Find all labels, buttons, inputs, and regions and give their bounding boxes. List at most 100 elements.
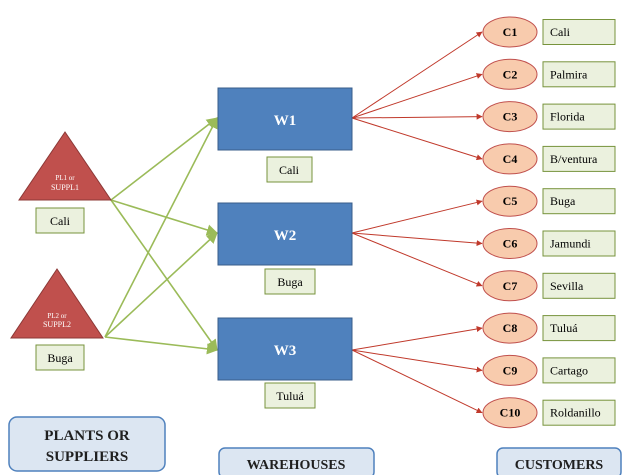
warehouse-w1-node[interactable]: W1 Cali [217, 87, 353, 183]
customer-c8-city: Tuluá [550, 321, 578, 335]
customer-c10-id: C10 [500, 406, 521, 420]
warehouse-w2-node[interactable]: W2 Buga [217, 202, 353, 295]
warehouse-w2-city-label: Buga [277, 275, 303, 289]
customer-c10-city: Roldanillo [550, 406, 601, 420]
link-W1-C2 [351, 73, 483, 119]
customer-c10-node[interactable]: C10 Roldanillo [482, 397, 616, 429]
customer-c3-oval [482, 101, 538, 133]
customer-c3-city-box [542, 103, 616, 130]
warehouse-w1-city-label: Cali [279, 163, 300, 177]
plant-1-label-line1: PL1 or [55, 174, 75, 182]
link-plant-2-W2 [104, 232, 218, 338]
customer-c3-city: Florida [550, 110, 585, 124]
customer-c5-oval [482, 185, 538, 217]
customer-c1-node[interactable]: C1 Cali [482, 16, 616, 48]
link-W1-C4 [351, 117, 483, 161]
link-W3-C10 [351, 349, 483, 414]
customer-c8-city-box [542, 315, 616, 342]
customer-c2-id: C2 [503, 67, 518, 81]
customer-c4-city-box [542, 145, 616, 172]
customer-c4-id: C4 [503, 152, 518, 166]
link-plant-1-W1 [110, 117, 218, 201]
customer-c8-oval [482, 312, 538, 344]
warehouse-w1-label: W1 [274, 113, 297, 129]
section-plants-line1: PLANTS OR [44, 428, 130, 444]
section-customers: CUSTOMERS [496, 447, 622, 475]
link-W2-C7 [351, 232, 483, 287]
customer-c3-id: C3 [503, 110, 518, 124]
warehouse-w2-city-box [264, 268, 316, 295]
customer-c6-city: Jamundi [550, 237, 591, 251]
link-W1-C1 [351, 31, 483, 119]
section-plants: PLANTS OR SUPPLIERS [8, 416, 166, 472]
plant-1-node[interactable]: PL1 or SUPPL1 Cali [18, 131, 112, 234]
link-plant-1-W3 [110, 199, 218, 351]
customer-c7-city-box [542, 272, 616, 299]
warehouse-w1-city-box [266, 156, 313, 183]
customer-c4-city: B/ventura [550, 152, 598, 166]
warehouse-w3-node[interactable]: W3 Tuluá [217, 317, 353, 409]
customer-c2-oval [482, 58, 538, 90]
link-W3-C9 [351, 349, 483, 373]
customer-c1-city-box [542, 19, 616, 45]
customer-c5-node[interactable]: C5 Buga [482, 185, 616, 217]
customer-c2-node[interactable]: C2 Palmira [482, 58, 616, 90]
section-warehouses-label: WAREHOUSES [247, 458, 346, 473]
customer-c9-oval [482, 354, 538, 386]
warehouse-w2-box [217, 202, 353, 266]
customer-c9-id: C9 [503, 363, 518, 377]
customer-c9-city-box [542, 357, 616, 384]
plant-1-triangle [18, 131, 112, 201]
customer-c8-id: C8 [503, 321, 518, 335]
plant-2-node[interactable]: PL2 or SUPPL2 Buga [10, 268, 104, 371]
section-plants-line2: SUPPLIERS [46, 449, 129, 465]
section-warehouses: WAREHOUSES [218, 447, 375, 475]
plant-2-label-line2: SUPPL2 [43, 320, 71, 329]
customer-c1-oval [482, 16, 538, 48]
section-warehouses-box [218, 447, 375, 475]
customer-c7-id: C7 [503, 279, 518, 293]
link-W2-C6 [351, 232, 483, 247]
link-W3-C8 [351, 326, 483, 351]
customer-c8-node[interactable]: C8 Tuluá [482, 312, 616, 344]
customer-c4-oval [482, 143, 538, 175]
customer-c6-node[interactable]: C6 Jamundi [482, 228, 616, 259]
link-plant-2-W1 [104, 117, 218, 338]
warehouse-w3-label: W3 [274, 343, 297, 359]
customer-c2-city-box [542, 61, 616, 88]
customer-c2-city: Palmira [550, 67, 588, 81]
customer-c10-oval [482, 397, 538, 429]
customer-c1-id: C1 [503, 25, 518, 39]
plant-2-city-label: Buga [47, 351, 73, 365]
section-customers-label: CUSTOMERS [515, 458, 604, 473]
warehouse-w1-box [217, 87, 353, 151]
customer-c5-city: Buga [550, 194, 576, 208]
link-W1-C3 [351, 113, 483, 120]
customer-c1-city: Cali [550, 25, 571, 39]
link-plant-2-W3 [104, 336, 219, 355]
link-W2-C5 [351, 199, 483, 234]
plant-1-city-box [35, 207, 85, 234]
section-plants-box [8, 416, 166, 472]
customer-c6-id: C6 [503, 237, 518, 251]
customer-c9-city: Cartago [550, 363, 588, 377]
warehouse-w3-box [217, 317, 353, 381]
customer-c6-oval [482, 228, 538, 259]
links-layer [104, 31, 483, 414]
customer-c9-node[interactable]: C9 Cartago [482, 354, 616, 386]
plant-1-city-label: Cali [50, 214, 71, 228]
customer-c3-node[interactable]: C3 Florida [482, 101, 616, 133]
customer-c5-city-box [542, 188, 616, 215]
customer-c6-city-box [542, 230, 616, 257]
plant-2-label-line1: PL2 or [47, 312, 67, 320]
customer-c7-oval [482, 270, 538, 302]
plant-2-triangle [10, 268, 104, 339]
warehouse-w3-city-box [264, 382, 316, 409]
customer-c4-node[interactable]: C4 B/ventura [482, 143, 616, 175]
section-customers-box [496, 447, 622, 475]
customer-c5-id: C5 [503, 194, 518, 208]
plant-2-city-box [35, 344, 85, 371]
